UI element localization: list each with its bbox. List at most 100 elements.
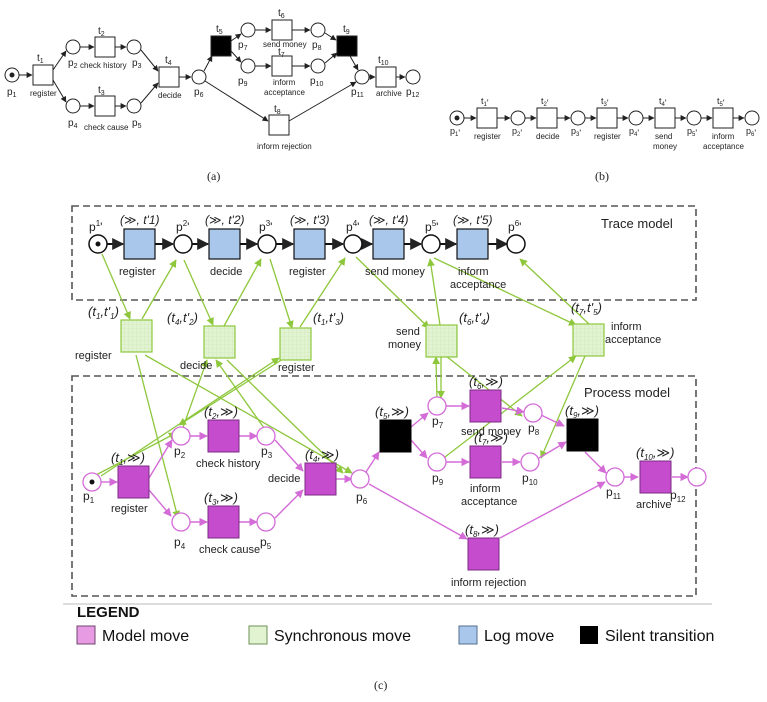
svg-text:p1: p1 bbox=[7, 87, 17, 99]
sync-move-2 bbox=[203, 325, 236, 359]
svg-text:p1': p1' bbox=[89, 219, 102, 234]
process-model-frame bbox=[71, 375, 697, 597]
svg-text:p2': p2' bbox=[512, 126, 522, 138]
model-move-t1-label: register bbox=[111, 503, 148, 515]
svg-text:p2: p2 bbox=[68, 58, 78, 70]
svg-text:p10: p10 bbox=[522, 471, 538, 487]
legend-log-label: Log move bbox=[484, 628, 554, 645]
sync-arcs bbox=[95, 253, 590, 519]
svg-text:p6': p6' bbox=[508, 219, 521, 234]
svg-text:p4': p4' bbox=[346, 219, 359, 234]
svg-text:p10: p10 bbox=[310, 76, 323, 88]
svg-text:p11: p11 bbox=[351, 87, 364, 99]
process-labels: p1 p2 p3 p4 p5 p6 p7 p8 p9 p10 p11 p12 (… bbox=[83, 374, 686, 589]
log-move-2 bbox=[208, 228, 241, 260]
svg-text:p5': p5' bbox=[425, 219, 438, 234]
svg-text:acceptance: acceptance bbox=[605, 334, 661, 346]
svg-text:(t5,≫): (t5,≫) bbox=[375, 404, 409, 421]
svg-text:inform: inform bbox=[273, 78, 296, 87]
sync-nodes bbox=[120, 319, 605, 361]
svg-text:(t7,≫): (t7,≫) bbox=[474, 430, 508, 447]
model-move-t10-label: archive bbox=[636, 499, 671, 511]
a-t4-label: decide bbox=[158, 91, 182, 100]
svg-text:p9: p9 bbox=[432, 471, 444, 487]
model-move-t2-label: check history bbox=[196, 458, 261, 470]
svg-text:inform: inform bbox=[470, 483, 501, 495]
svg-text:p3: p3 bbox=[132, 58, 142, 70]
sync-move-5 bbox=[572, 323, 605, 357]
a-t3-label: check cause bbox=[84, 123, 129, 132]
svg-text:p12: p12 bbox=[670, 488, 686, 504]
legend-swatch-model bbox=[76, 625, 96, 645]
log-move-3-label: register bbox=[289, 266, 326, 278]
model-move-t1 bbox=[117, 465, 150, 499]
svg-text:p9: p9 bbox=[238, 76, 248, 88]
svg-text:p6: p6 bbox=[194, 87, 204, 99]
b-t1-label: register bbox=[474, 132, 501, 141]
model-move-t6 bbox=[469, 389, 502, 423]
svg-text:acceptance: acceptance bbox=[264, 88, 305, 97]
svg-text:acceptance: acceptance bbox=[450, 279, 506, 291]
sync-move-3 bbox=[279, 327, 312, 361]
trace-model-title: Trace model bbox=[601, 216, 673, 231]
sync-move-2-label: decide bbox=[180, 360, 212, 372]
svg-text:(t1,≫): (t1,≫) bbox=[111, 450, 145, 467]
sync-labels: (t1,t'1) (t4,t'2) (t1,t'3) (t6,t'4) (t7,… bbox=[75, 300, 661, 374]
svg-text:(t9,≫): (t9,≫) bbox=[565, 403, 599, 420]
svg-text:(t4,t'2): (t4,t'2) bbox=[167, 310, 198, 327]
svg-text:p1: p1 bbox=[83, 489, 95, 505]
svg-text:t10: t10 bbox=[378, 55, 389, 67]
a-t8-label: inform rejection bbox=[257, 142, 312, 151]
svg-text:t4': t4' bbox=[659, 96, 667, 108]
petri-net-b bbox=[449, 107, 760, 129]
svg-text:(t1,t'3): (t1,t'3) bbox=[313, 310, 344, 327]
log-move-3-id: (≫, t'3) bbox=[290, 213, 330, 227]
svg-text:send: send bbox=[655, 132, 672, 141]
svg-text:p3': p3' bbox=[259, 219, 272, 234]
log-move-1-id: (≫, t'1) bbox=[120, 213, 160, 227]
svg-text:t5: t5 bbox=[216, 24, 223, 36]
svg-text:p7: p7 bbox=[432, 414, 444, 430]
a-t2-label: check history bbox=[80, 61, 127, 70]
legend-swatch-sync bbox=[248, 625, 268, 645]
log-move-4-id: (≫, t'4) bbox=[369, 213, 409, 227]
svg-text:(t7,t'5): (t7,t'5) bbox=[571, 300, 602, 317]
svg-text:t6: t6 bbox=[278, 8, 285, 20]
sync-move-4 bbox=[425, 324, 458, 358]
svg-text:inform: inform bbox=[712, 132, 735, 141]
svg-text:p12: p12 bbox=[406, 87, 419, 99]
svg-text:p3: p3 bbox=[261, 444, 273, 460]
legend-sync-label: Synchronous move bbox=[274, 628, 411, 645]
svg-text:p5: p5 bbox=[260, 535, 272, 551]
caption-c: (c) bbox=[374, 678, 387, 692]
legend-title: LEGEND bbox=[77, 604, 140, 621]
process-model-title: Process model bbox=[584, 385, 670, 400]
svg-text:send: send bbox=[396, 326, 420, 338]
silent-t9 bbox=[566, 418, 599, 452]
svg-text:money: money bbox=[653, 142, 677, 151]
svg-text:t9: t9 bbox=[343, 24, 350, 36]
svg-text:p2: p2 bbox=[174, 444, 186, 460]
caption-b: (b) bbox=[595, 169, 609, 183]
svg-text:p4: p4 bbox=[68, 118, 78, 130]
petri-net-a bbox=[4, 19, 421, 136]
svg-text:(t3,≫): (t3,≫) bbox=[204, 490, 238, 507]
svg-text:t3': t3' bbox=[601, 96, 609, 108]
svg-text:(t6,≫): (t6,≫) bbox=[469, 374, 503, 391]
trace-labels: p1' p2' p3' p4' p5' p6' (≫, t'1) (≫, t'2… bbox=[89, 213, 521, 291]
silent-t5 bbox=[379, 419, 412, 453]
svg-text:t2: t2 bbox=[98, 26, 105, 38]
svg-text:t7: t7 bbox=[278, 47, 285, 59]
model-arcs bbox=[101, 401, 689, 540]
trace-model-frame bbox=[71, 205, 697, 301]
process-nodes bbox=[82, 389, 707, 571]
svg-text:p11: p11 bbox=[606, 485, 622, 501]
svg-text:p2': p2' bbox=[176, 219, 189, 234]
svg-text:p5: p5 bbox=[132, 118, 142, 130]
svg-text:p3': p3' bbox=[571, 126, 581, 138]
svg-text:acceptance: acceptance bbox=[703, 142, 744, 151]
svg-text:p7: p7 bbox=[238, 40, 248, 52]
log-move-5 bbox=[456, 228, 489, 260]
model-move-t10 bbox=[639, 460, 672, 494]
